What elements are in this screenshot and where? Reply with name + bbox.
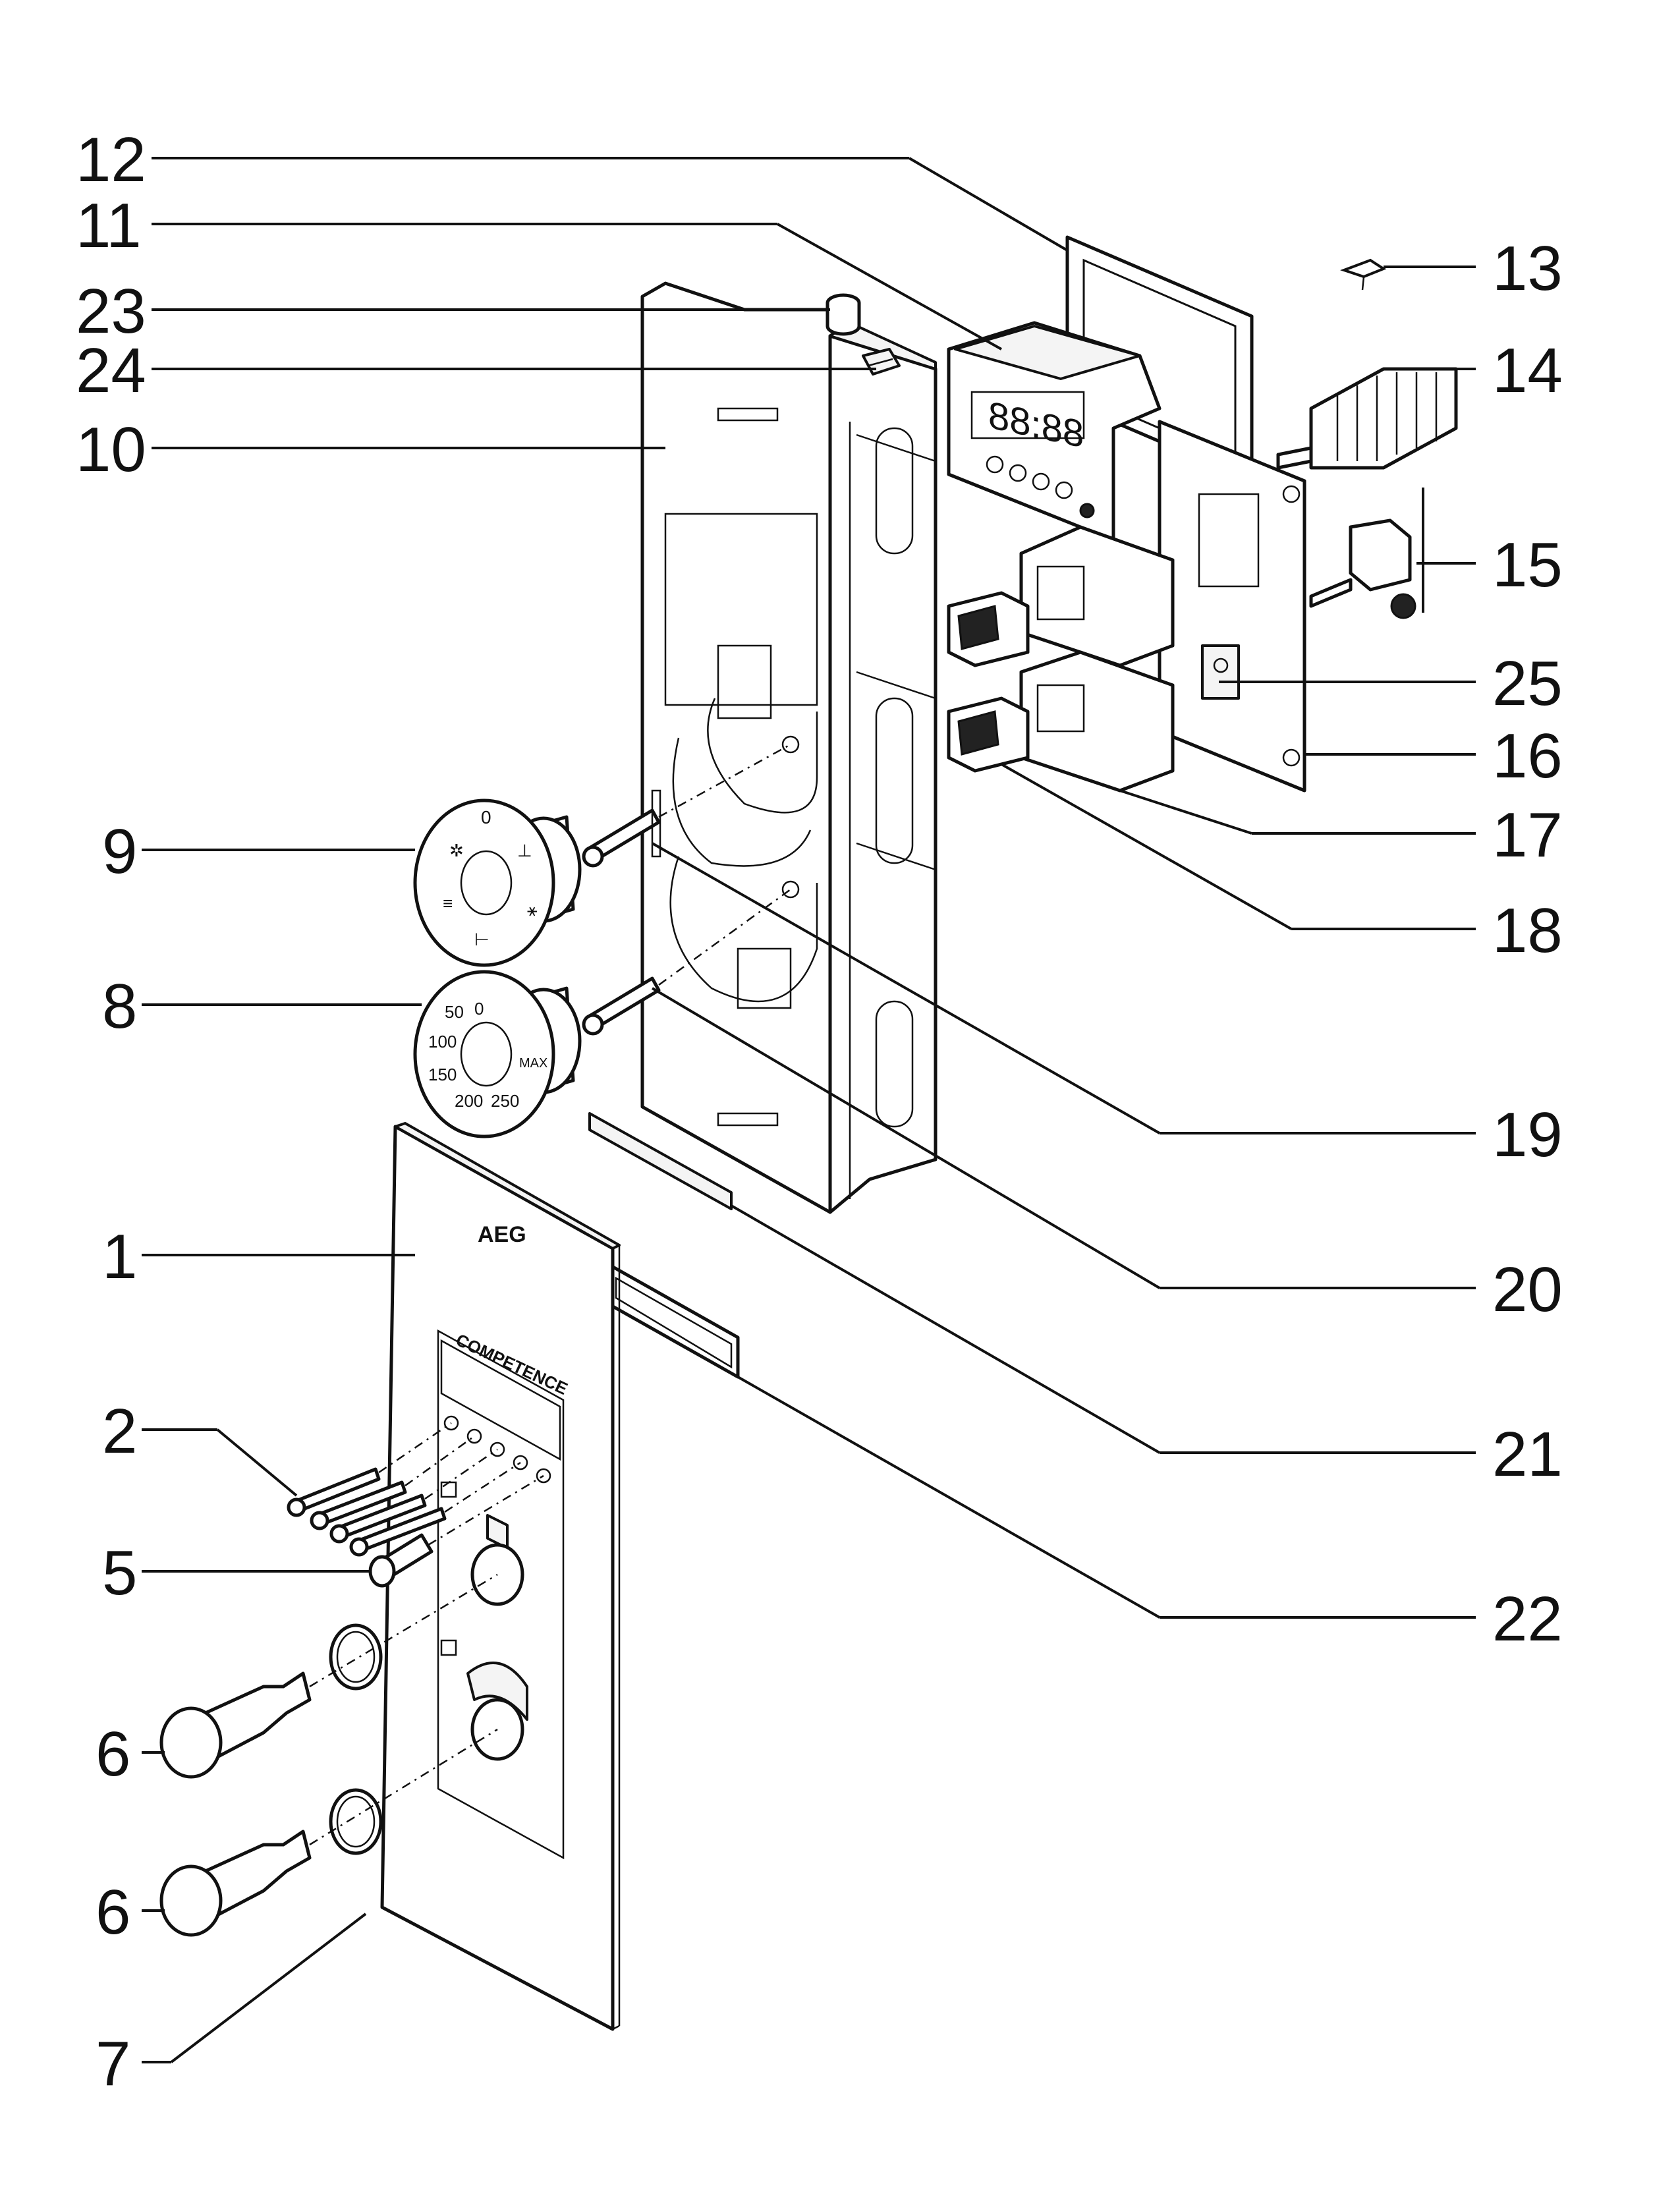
- control-knob-upper: [159, 1573, 498, 1779]
- part-label-7: 7: [96, 2029, 130, 2099]
- temp-mark-200: 200: [455, 1091, 483, 1111]
- part-label-1: 1: [102, 1221, 137, 1292]
- part-label-21: 21: [1492, 1419, 1563, 1490]
- function-dial-zero: 0: [481, 807, 491, 827]
- part-label-20: 20: [1492, 1254, 1563, 1325]
- chassis-frame: [640, 281, 938, 1214]
- function-dial: 0 ✲ ⊥ ⚹ ⊢ ≡: [413, 798, 582, 967]
- svg-text:⚹: ⚹: [527, 900, 538, 920]
- part-label-24: 24: [76, 335, 146, 406]
- part-label-15: 15: [1492, 530, 1563, 600]
- part-label-11: 11: [76, 190, 142, 261]
- thermostat: [1309, 488, 1424, 619]
- temp-mark-0: 0: [474, 999, 484, 1019]
- part-label-9: 9: [102, 816, 137, 887]
- svg-text:✲: ✲: [449, 841, 464, 860]
- dial-shafts: [582, 743, 791, 1036]
- temperature-dial: 0 50 100 150 200 250 MAX: [413, 970, 582, 1138]
- selector-switch: [1276, 367, 1458, 470]
- trim-strip-upper: [588, 1112, 733, 1210]
- trim-strip-lower: [607, 1263, 740, 1379]
- part-label-6-lower: 6: [96, 1877, 130, 1947]
- part-label-5: 5: [102, 1538, 137, 1608]
- temp-mark-max: MAX: [519, 1056, 547, 1071]
- part-label-23: 23: [76, 276, 146, 347]
- push-button: [368, 1474, 544, 1588]
- part-label-18: 18: [1492, 895, 1563, 966]
- part-label-19: 19: [1492, 1100, 1563, 1170]
- panel-brand: AEG: [478, 1222, 526, 1247]
- part-label-13: 13: [1492, 233, 1563, 304]
- indicator-buttons: [287, 1422, 521, 1557]
- rocker-switch-lower: [947, 696, 1030, 773]
- spacer-bushing: [826, 293, 861, 336]
- part-label-17: 17: [1492, 800, 1563, 870]
- part-label-8: 8: [102, 971, 137, 1042]
- svg-text:≡: ≡: [443, 893, 453, 913]
- svg-text:⊥: ⊥: [517, 841, 532, 860]
- part-label-22: 22: [1492, 1584, 1563, 1654]
- relay-block-upper: [1019, 525, 1175, 667]
- leader-lines: [142, 157, 1476, 2063]
- small-clip: [1340, 258, 1387, 291]
- knob-ring-lower: [329, 1788, 383, 1855]
- part-number-labels: 12 11 23 24 10 13 14 15 25 16 17 18 19 2…: [76, 125, 1563, 2099]
- switch-board: [1158, 420, 1306, 793]
- temp-mark-50: 50: [445, 1002, 464, 1022]
- temp-mark-250: 250: [491, 1091, 519, 1111]
- svg-text:⊢: ⊢: [474, 930, 490, 949]
- temp-mark-150: 150: [428, 1065, 457, 1084]
- part-label-2: 2: [102, 1396, 137, 1467]
- part-label-25: 25: [1492, 648, 1563, 719]
- part-label-12: 12: [76, 125, 146, 195]
- part-label-16: 16: [1492, 721, 1563, 791]
- display-module: 88:88: [947, 321, 1162, 542]
- part-label-10: 10: [76, 414, 146, 485]
- part-label-6-upper: 6: [96, 1719, 130, 1789]
- front-panel: AEG COMPETENCE: [380, 1122, 621, 2031]
- part-label-14: 14: [1492, 335, 1563, 406]
- relay-block-lower: [1019, 650, 1175, 793]
- knob-ring-upper: [329, 1623, 383, 1691]
- control-knob-lower: [159, 1728, 498, 1937]
- rocker-switch-upper: [947, 591, 1030, 667]
- temp-mark-100: 100: [428, 1032, 457, 1051]
